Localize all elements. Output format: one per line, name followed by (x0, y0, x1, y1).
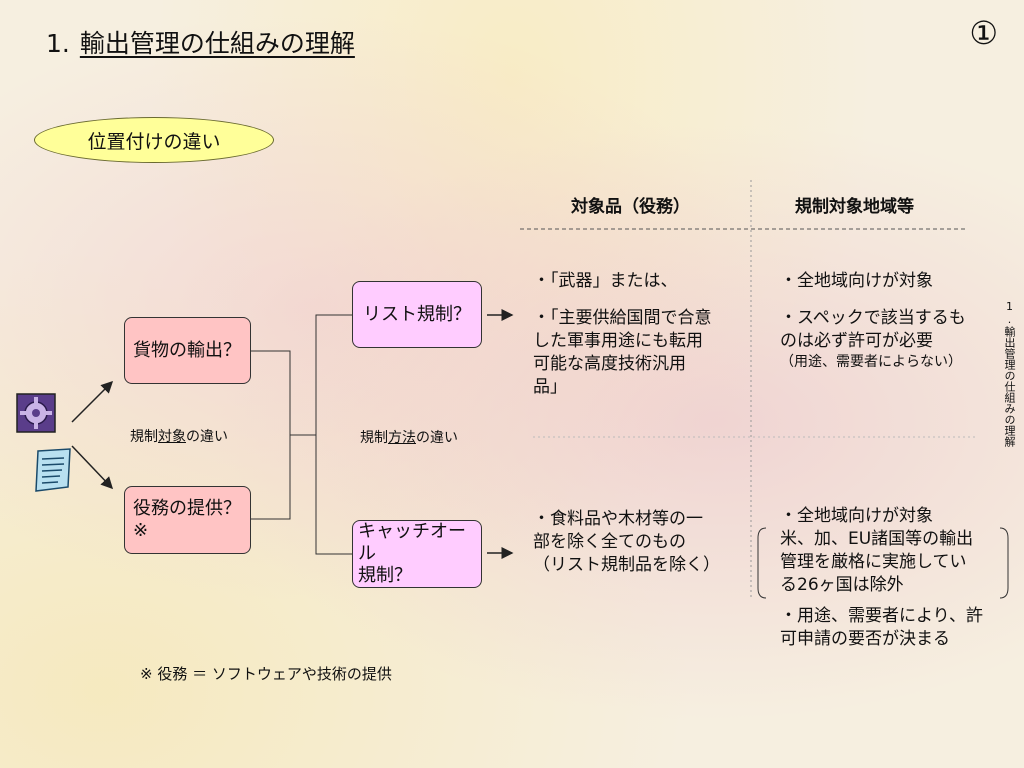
catchall-control-box[interactable]: キャッチオール 規制？ (352, 520, 482, 588)
arrow-to-service (71, 445, 114, 490)
left-bracket (251, 350, 291, 520)
catchall-label-line1: キャッチオール (358, 521, 466, 564)
title-text: 輸出管理の仕組みの理解 (79, 29, 355, 58)
list-control-box[interactable]: リスト規制？ (352, 281, 482, 348)
exclusion-bracket-right (999, 527, 1009, 599)
section-ellipse-label: 位置付けの違い (34, 117, 274, 163)
sidebar-vertical-title: 1.輸出管理の仕組みの理解 (1003, 300, 1016, 447)
service-provision-box[interactable]: 役務の提供？ ※ (124, 486, 251, 554)
title-number: 1. (46, 29, 70, 58)
method-difference-label: 規制方法の違い (360, 430, 458, 446)
arrow-to-goods (71, 380, 114, 423)
middle-bracket (315, 314, 352, 555)
gear-icon (16, 393, 56, 433)
service-provision-mark: ※ (133, 520, 149, 541)
catchall-items-text: ・食料品や木材等の一 部を除く全てのもの （リスト規制品を除く） (533, 509, 720, 575)
footnote: ※ 役務 ＝ ソフトウェアや技術の提供 (140, 665, 392, 683)
catchall-regions-text: ・全地域向けが対象 米、加、EU諸国等の輸出 管理を厳格に実施してい る26ヶ国… (780, 506, 983, 649)
document-scroll-icon (30, 445, 78, 495)
exclusion-bracket-left (757, 527, 767, 599)
column-header-items: 対象品（役務） (571, 197, 690, 217)
list-regions-text: ・全地域向けが対象 ・スペックで該当するも のは必ず許可が必要 （用途、需要者に… (780, 271, 966, 370)
column-header-regions: 規制対象地域等 (795, 197, 914, 217)
page-title: 1. 輸出管理の仕組みの理解 (46, 24, 355, 60)
catchall-label-line2: 規制？ (358, 565, 412, 586)
service-provision-label: 役務の提供？ (133, 498, 241, 519)
target-difference-label: 規制対象の違い (130, 429, 228, 445)
goods-export-box[interactable]: 貨物の輸出？ (124, 317, 251, 384)
page-marker: ① (969, 14, 998, 52)
list-items-text: ・「武器」または、 ・「主要供給国間で合意 した軍事用途にも転用 可能な高度技術… (533, 271, 712, 397)
